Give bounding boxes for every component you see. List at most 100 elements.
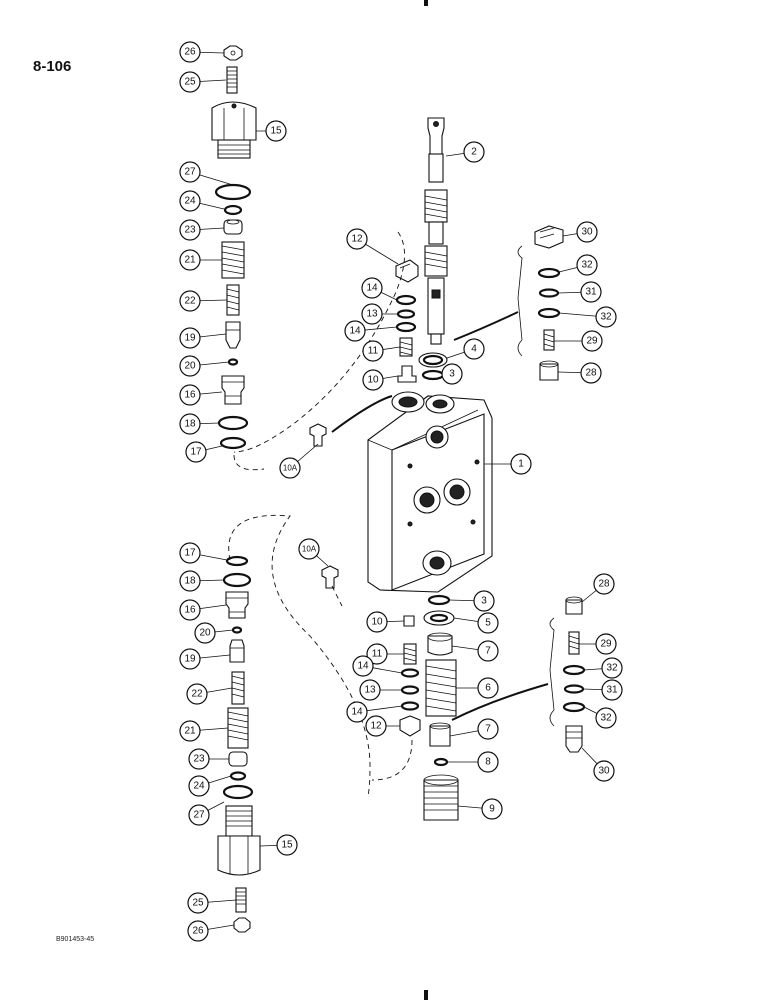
callout-bubble [188, 804, 210, 826]
callout-bubble [344, 320, 366, 342]
callout-label: 21 [184, 255, 196, 266]
assembly-solid-links [331, 311, 549, 721]
callout-bubble [179, 290, 201, 312]
callout-label: 10 [367, 375, 379, 386]
callout-15: 15 [259, 834, 298, 856]
callout-label: 2 [471, 147, 477, 158]
callout-23: 23 [179, 219, 225, 241]
callout-7: 7 [449, 718, 499, 740]
callout-label: 20 [184, 361, 196, 372]
callout-23: 23 [188, 748, 229, 770]
callout-layer: 2625152724232122192016181721214131411104… [179, 41, 623, 942]
callout-21: 21 [179, 720, 229, 742]
spool-assembly [424, 117, 448, 345]
callout-label: 32 [600, 713, 612, 724]
callout-label: 15 [270, 126, 282, 137]
callout-bubble [477, 612, 499, 634]
callout-bubble [595, 306, 617, 328]
callout-bubble [346, 701, 368, 723]
register-mark-top [424, 0, 428, 6]
callout-label: 24 [184, 196, 196, 207]
callout-12: 12 [346, 228, 399, 265]
callout-bubble [179, 384, 201, 406]
callout-31: 31 [582, 679, 623, 701]
callout-bubble [463, 338, 485, 360]
callout-label: 27 [184, 167, 196, 178]
callout-label: 27 [193, 810, 205, 821]
callout-bubble [362, 340, 384, 362]
callout-label: 10 [371, 617, 383, 628]
callout-label: 19 [184, 333, 196, 344]
callout-24: 24 [179, 190, 225, 212]
callout-label: 18 [184, 419, 196, 430]
callout-bubble [576, 254, 598, 276]
callout-label: 14 [351, 707, 363, 718]
callout-32: 32 [558, 254, 598, 276]
callout-bubble [346, 228, 368, 250]
callout-label: 6 [485, 683, 491, 694]
callout-7: 7 [451, 640, 499, 662]
callout-8: 8 [447, 751, 499, 773]
callout-bubble [595, 707, 617, 729]
callout-label: 26 [184, 47, 196, 58]
callout-bubble [481, 798, 503, 820]
callout-label: 16 [184, 390, 196, 401]
callout-29: 29 [579, 633, 617, 655]
callout-16: 16 [179, 599, 227, 621]
lower-relief-valve-stack [217, 555, 261, 933]
callout-bubble [576, 221, 598, 243]
callout-bubble [441, 363, 463, 385]
callout-label: 30 [598, 766, 610, 777]
callout-label: 10A [283, 464, 298, 473]
callout-label: 28 [585, 368, 597, 379]
callout-bubble [265, 120, 287, 142]
callout-label: 22 [191, 689, 203, 700]
callout-label: 32 [606, 663, 618, 674]
callout-bubble [186, 683, 208, 705]
callout-19: 19 [179, 648, 231, 670]
callout-14: 14 [361, 277, 398, 301]
callout-label: 8 [485, 757, 491, 768]
callout-13: 13 [361, 303, 398, 325]
callout-20: 20 [179, 355, 230, 377]
callout-bubble [179, 599, 201, 621]
upper-relief-valve-stack [211, 45, 257, 450]
callout-label: 28 [598, 579, 610, 590]
callout-bubble [298, 538, 320, 560]
callout-11: 11 [366, 643, 404, 665]
callout-bubble [179, 542, 201, 564]
callout-20: 20 [194, 622, 234, 644]
callout-label: 26 [192, 926, 204, 937]
callout-label: 20 [199, 628, 211, 639]
callout-bubble [593, 573, 615, 595]
callout-label: 3 [449, 369, 455, 380]
callout-24: 24 [188, 775, 232, 797]
callout-13: 13 [359, 679, 402, 701]
callout-12: 12 [365, 715, 400, 737]
callout-label: 32 [581, 260, 593, 271]
callout-4: 4 [446, 338, 485, 360]
callout-label: 23 [184, 225, 196, 236]
callout-label: 29 [600, 639, 612, 650]
callout-label: 30 [581, 227, 593, 238]
callout-19: 19 [179, 327, 227, 349]
callout-3: 3 [448, 590, 495, 612]
callout-label: 14 [366, 283, 378, 294]
callout-bubble [601, 657, 623, 679]
callout-label: 11 [372, 649, 383, 660]
callout-label: 24 [193, 781, 205, 792]
callout-9: 9 [457, 798, 503, 820]
callout-bubble [194, 622, 216, 644]
callout-bubble [581, 330, 603, 352]
callout-bubble [593, 760, 615, 782]
callout-27: 27 [188, 801, 225, 826]
callout-18: 18 [179, 413, 220, 435]
callout-label: 17 [190, 447, 202, 458]
callout-bubble [477, 718, 499, 740]
callout-6: 6 [456, 677, 499, 699]
callout-bubble [188, 748, 210, 770]
callout-label: 19 [184, 654, 196, 665]
callout-label: 23 [193, 754, 205, 765]
callout-bubble [366, 611, 388, 633]
